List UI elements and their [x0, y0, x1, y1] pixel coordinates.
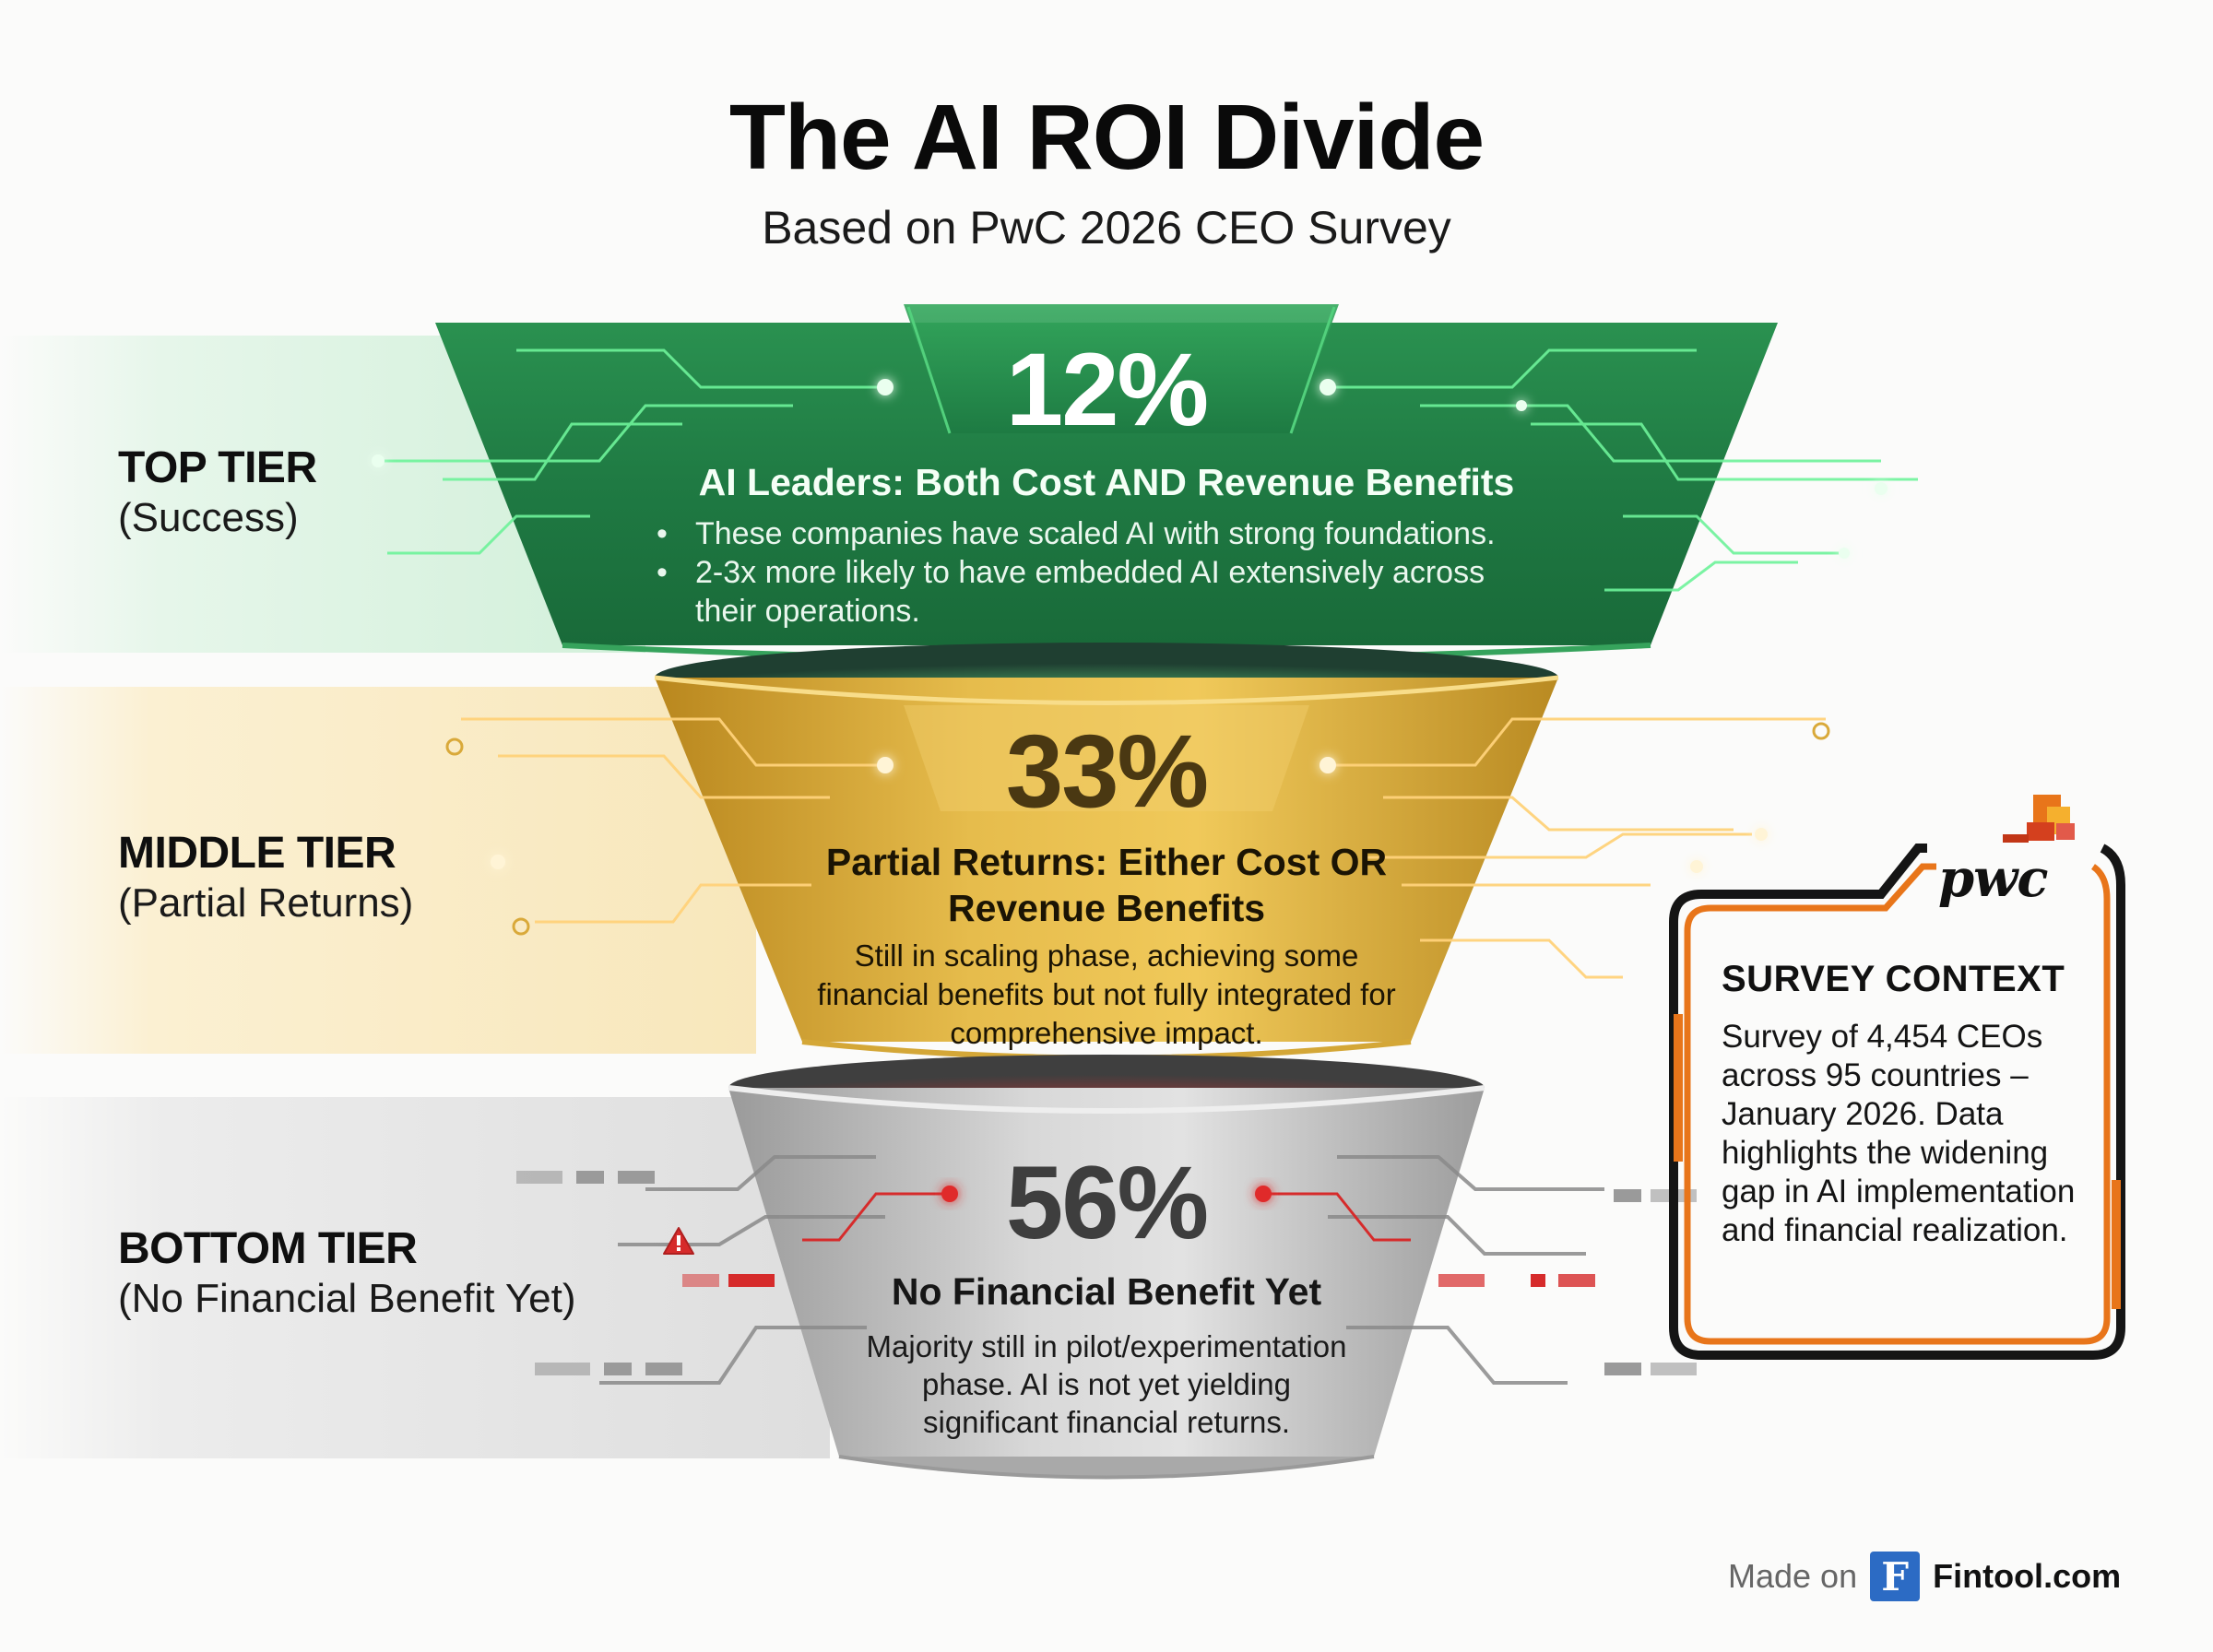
bullet-dot: • [657, 516, 668, 551]
middle-tier-desc-line2: financial benefits but not fully integra… [817, 977, 1396, 1011]
warning-icon [663, 1227, 694, 1255]
bullet-dot: • [657, 555, 668, 590]
top-tier-bullet-2: 2-3x more likely to have embedded AI ext… [695, 555, 1485, 590]
top-tier-name: TOP TIER [118, 443, 317, 492]
survey-context-body: Survey of 4,454 CEOs across 95 countries… [1722, 1019, 2076, 1248]
footer-attribution[interactable]: Made on F Fintool.com [1728, 1549, 2121, 1604]
top-tier-label: TOP TIER (Success) [118, 442, 317, 541]
footer-made-on: Made on [1728, 1557, 1858, 1595]
pwc-logo-blocks [2003, 795, 2075, 843]
bottom-tier-desc-line2: phase. AI is not yet yielding [922, 1367, 1291, 1401]
bottom-tier-desc-line1: Majority still in pilot/experimentation [866, 1329, 1347, 1363]
top-tier-bullet-2-cont: their operations. [695, 594, 920, 629]
middle-tier-label: MIDDLE TIER (Partial Returns) [118, 828, 413, 926]
middle-tier-name: MIDDLE TIER [118, 829, 396, 878]
middle-tier-sublabel: (Partial Returns) [118, 880, 414, 926]
middle-tier-desc-line1: Still in scaling phase, achieving some [854, 938, 1359, 973]
bottom-tier-heading: No Financial Benefit Yet [891, 1270, 1322, 1313]
middle-tier-band [0, 687, 756, 1054]
bottom-tier-percent: 56% [1005, 1145, 1209, 1260]
middle-tier-percent: 33% [1005, 714, 1209, 829]
top-tier-heading: AI Leaders: Both Cost AND Revenue Benefi… [698, 461, 1515, 503]
top-tier-sublabel: (Success) [118, 495, 299, 540]
page-title: The AI ROI Divide [728, 86, 1485, 189]
bottom-tier-desc-line3: significant financial returns. [922, 1405, 1291, 1439]
top-tier-bullets: • These companies have scaled AI with str… [657, 514, 1560, 631]
pwc-logo-text: pwc [1938, 848, 2048, 909]
bottom-tier-label: BOTTOM TIER (No Financial Benefit Yet) [118, 1223, 576, 1322]
middle-tier-heading: Partial Returns: Either Cost OR Revenue … [756, 839, 1457, 931]
middle-tier-heading-line2: Revenue Benefits [947, 887, 1266, 929]
middle-tier-desc-line3: comprehensive impact. [950, 1016, 1263, 1050]
top-tier-percent: 12% [1005, 332, 1209, 447]
bottom-tier-name: BOTTOM TIER [118, 1224, 418, 1273]
top-tier-bullet-1: These companies have scaled AI with stro… [695, 516, 1496, 551]
middle-tier-heading-line1: Partial Returns: Either Cost OR [825, 841, 1388, 883]
fintool-logo-icon: F [1870, 1552, 1921, 1601]
survey-context-title: SURVEY CONTEXT [1722, 959, 2065, 999]
fintool-brand-link[interactable]: Fintool.com [1933, 1557, 2122, 1595]
bottom-tier-sublabel: (No Financial Benefit Yet) [118, 1276, 576, 1321]
middle-tier-description: Still in scaling phase, achieving some f… [756, 937, 1457, 1053]
page-subtitle: Based on PwC 2026 CEO Survey [762, 202, 1451, 254]
bottom-tier-description: Majority still in pilot/experimentation … [811, 1328, 1402, 1441]
